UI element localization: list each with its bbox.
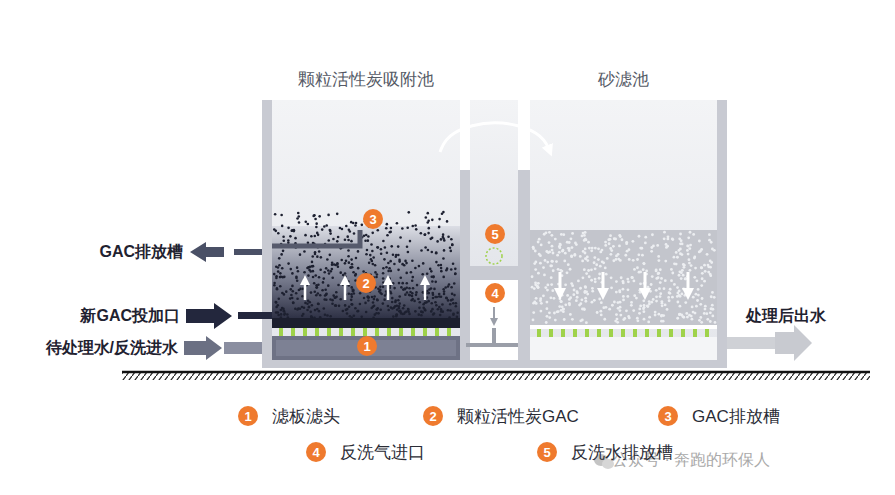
key-number: 4	[306, 442, 326, 462]
tank-region: 砂滤池	[530, 66, 717, 360]
key-number: 2	[423, 406, 443, 426]
legend-text: GAC排放槽	[692, 405, 780, 428]
legend-text: 反洗水排放槽	[571, 441, 673, 464]
flow-arrow	[440, 123, 550, 152]
callout-text: 5	[491, 227, 498, 242]
key-number: 5	[537, 442, 557, 462]
callout-number: 4	[485, 283, 505, 303]
callout-text: 1	[363, 339, 370, 354]
callout-number: 3	[363, 209, 383, 229]
port-label: 处理后出水	[746, 306, 826, 327]
key-number: 1	[238, 406, 258, 426]
callout-number: 2	[356, 273, 376, 293]
tank-region: 颗粒活性炭吸附池 3 2 1	[272, 66, 460, 360]
tank-heading: 砂滤池	[530, 66, 717, 91]
tank-heading: 颗粒活性炭吸附池	[272, 66, 460, 91]
port-label: 新GAC投加口	[80, 306, 180, 327]
callout-text: 4	[491, 286, 498, 301]
port-label: 待处理水/反洗进水	[46, 338, 178, 359]
key-number: 3	[658, 406, 678, 426]
callout-number: 1	[357, 336, 377, 356]
legend-text: 滤板滤头	[272, 405, 340, 428]
legend-text: 颗粒活性炭GAC	[457, 405, 579, 428]
port-label: GAC排放槽	[99, 242, 183, 263]
legend-text: 反洗气进口	[340, 441, 425, 464]
callout-number: 5	[485, 224, 505, 244]
callout-text: 3	[369, 212, 376, 227]
callout-text: 2	[362, 276, 369, 291]
